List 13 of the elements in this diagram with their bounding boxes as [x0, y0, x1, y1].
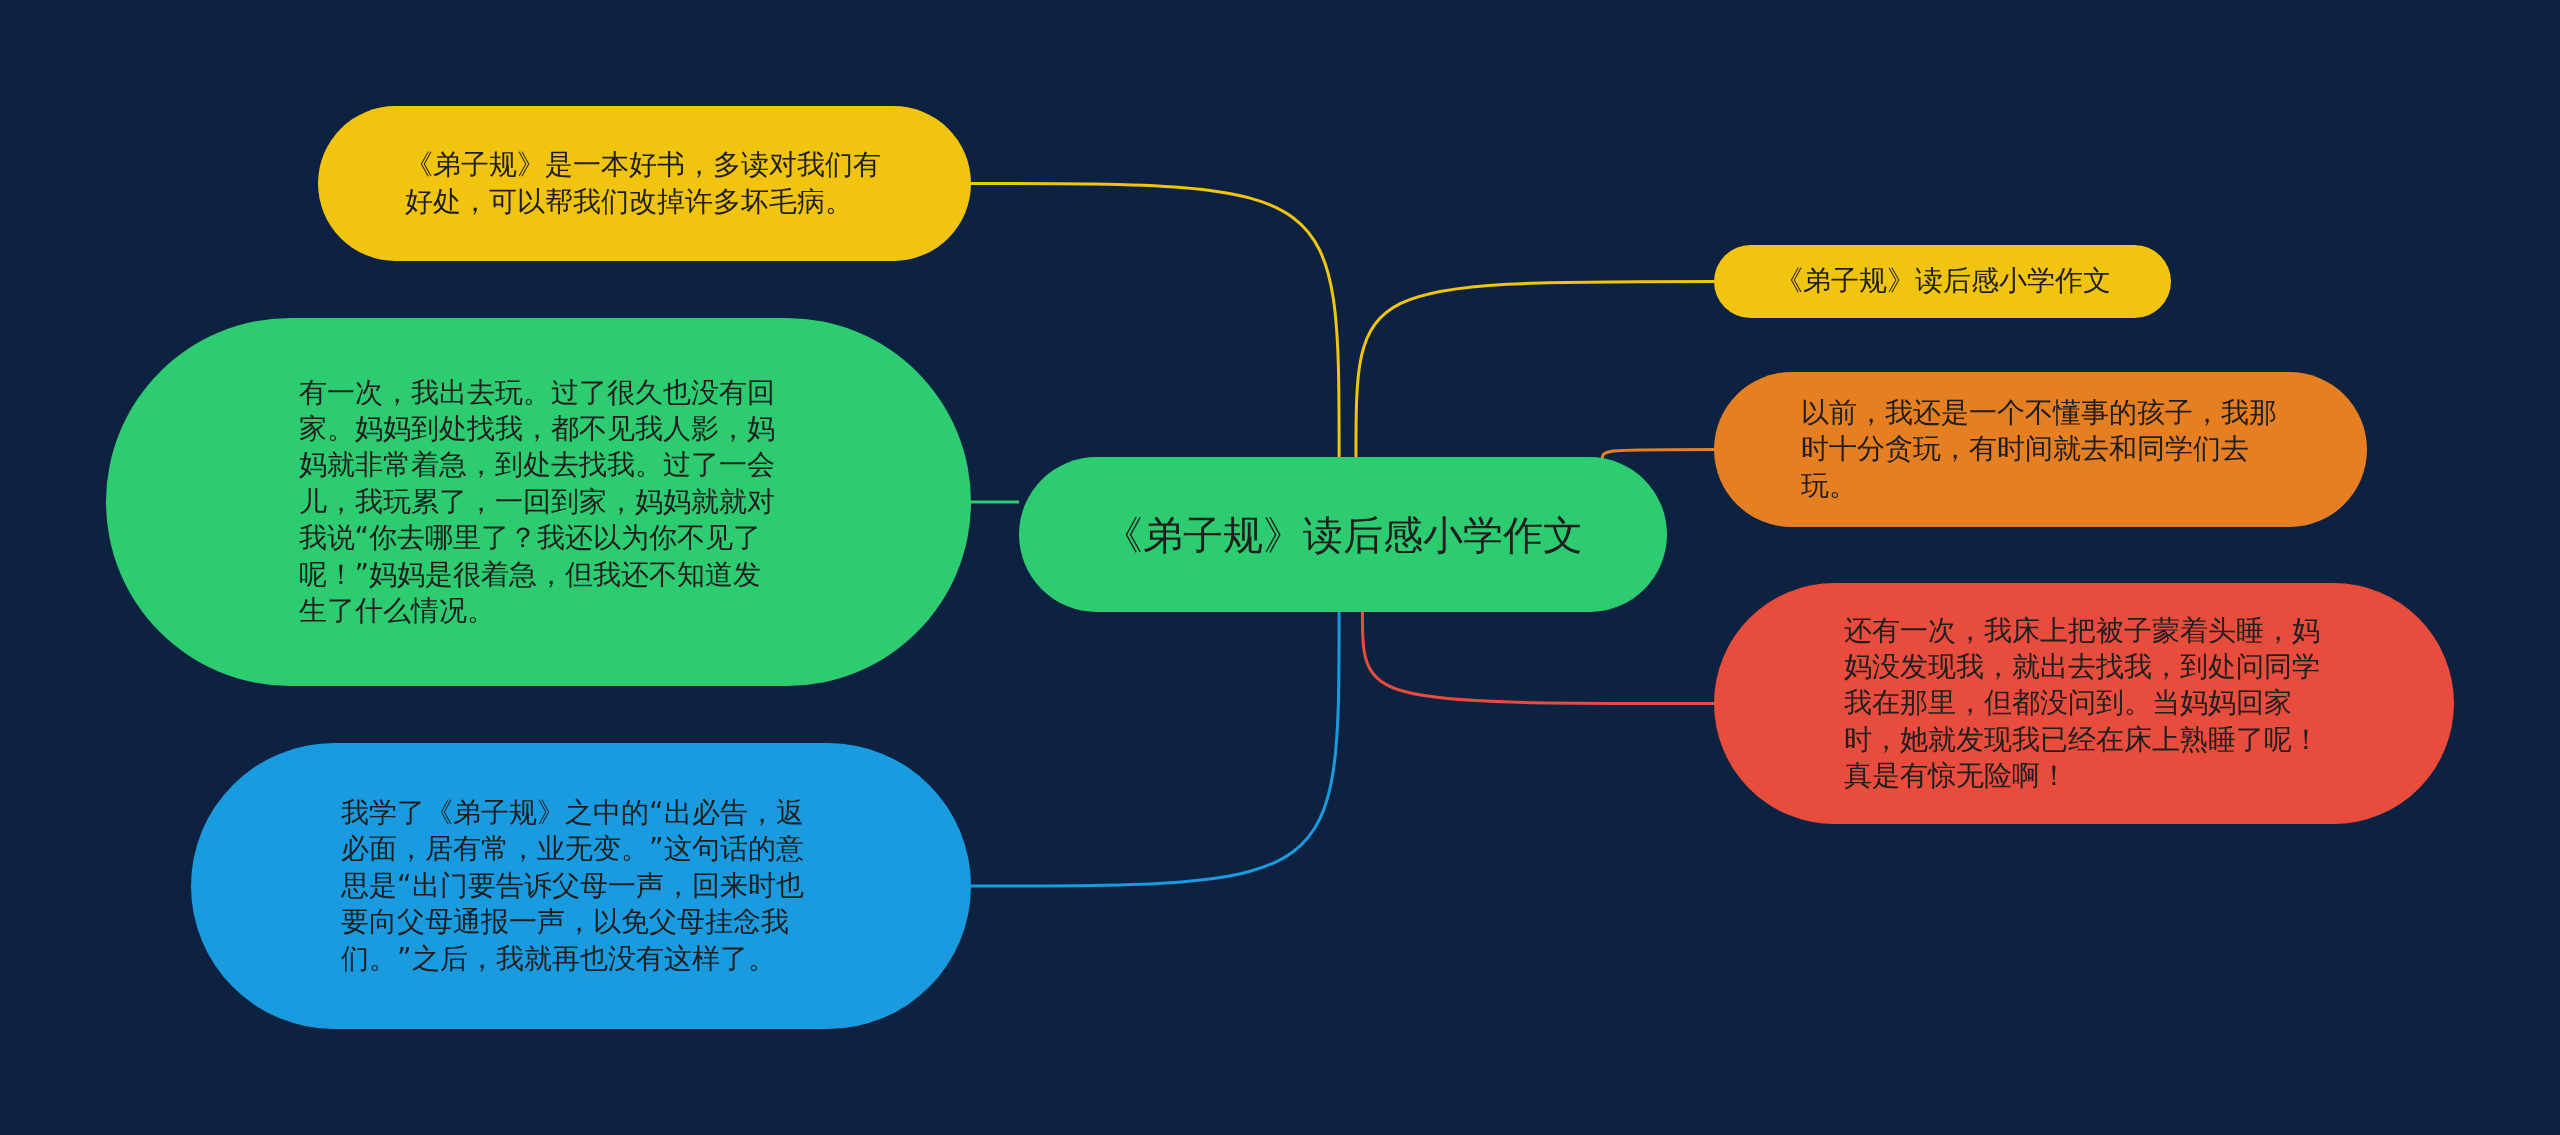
topic-bubble: 《弟子规》读后感小学作文 — [1714, 245, 2171, 318]
connector-line — [971, 612, 1341, 888]
topic-bubble: 以前，我还是一个不懂事的孩子，我那时十分贪玩，有时间就去和同学们去玩。 — [1714, 372, 2367, 527]
topic-bubble: 还有一次，我床上把被子蒙着头睡，妈妈没发现我，就出去找我，到处问同学我在那里，但都没问到。当妈妈回家时，她就发现我已经在床上熟睡了呢！真是有惊无险啊！ — [1714, 583, 2454, 824]
connector-line — [1360, 612, 1714, 705]
connector-line — [1354, 280, 1714, 457]
topic-bubble: 有一次，我出去玩。过了很久也没有回家。妈妈到处找我，都不见我人影，妈妈就非常着急，到处去找我。过了一会儿，我玩累了，一回到家，妈妈就就对我说“你去哪里了？我还以为你不见了呢！”妈妈是很着急，但我还不知道发生了什么情况。 — [106, 318, 971, 686]
connector-line — [1600, 448, 1714, 461]
central-topic: 《弟子规》读后感小学作文 — [1019, 457, 1667, 612]
topic-bubble: 我学了《弟子规》之中的“出必告，返必面，居有常，业无变。”这句话的意思是“出门要告诉父母一声，回来时也要向父母通报一声，以免父母挂念我们。”之后，我就再也没有这样了。 — [191, 743, 971, 1029]
connector-line — [971, 182, 1341, 457]
connector-line — [971, 500, 1019, 504]
topic-bubble: 《弟子规》是一本好书，多读对我们有好处，可以帮我们改掉许多坏毛病。 — [318, 106, 971, 261]
